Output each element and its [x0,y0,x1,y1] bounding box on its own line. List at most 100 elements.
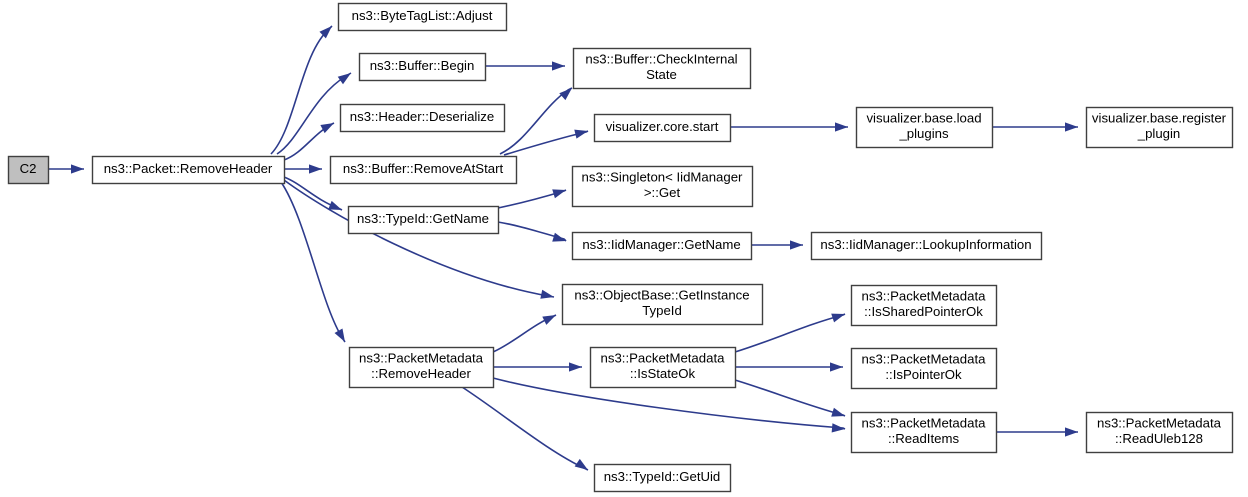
node-box[interactable] [850,284,998,327]
node-packetmetadata_removeheader[interactable]: ns3::PacketMetadata::RemoveHeader [348,346,495,389]
edge-packetmetadata_removeheader-to-packetmetadata_readitems [492,377,846,430]
node-label: C2 [20,161,37,176]
node-singleton_iidmanager_get[interactable]: ns3::Singleton< IidManager>::Get [571,165,754,208]
node-label: _plugins [898,126,949,141]
node-box[interactable] [1085,106,1234,149]
node-buffer_removeatstart[interactable]: ns3::Buffer::RemoveAtStart [329,155,518,185]
node-label: ns3::Singleton< IidManager [582,170,744,185]
node-label: ::IsSharedPointerOk [864,304,983,319]
edge-packet_removeheader-to-bytetaglist_adjust [270,25,333,155]
node-box[interactable] [348,346,495,389]
node-bytetaglist_adjust[interactable]: ns3::ByteTagList::Adjust [337,2,508,32]
node-label: ns3::TypeId::GetName [357,211,489,226]
node-label: visualizer.base.load [866,111,981,126]
node-box[interactable] [91,155,286,185]
node-box[interactable] [850,411,998,454]
arrowhead-icon [831,407,845,417]
node-label: ::IsPointerOk [885,367,962,382]
node-label: ns3::PacketMetadata [1097,416,1222,431]
node-label: ns3::IidManager::LookupInformation [820,237,1031,252]
arrowhead-icon [309,164,322,174]
node-label: ns3::Buffer::Begin [370,58,475,73]
node-label: ns3::PacketMetadata [862,289,987,304]
node-buffer_begin[interactable]: ns3::Buffer::Begin [358,52,487,82]
node-label: ns3::IidManager::GetName [582,237,740,252]
node-box[interactable] [329,155,518,185]
node-label: ns3::Buffer::RemoveAtStart [343,161,504,176]
node-packetmetadata_ispointerok[interactable]: ns3::PacketMetadata::IsPointerOk [850,347,998,390]
node-label: ::ReadUleb128 [1115,431,1203,446]
node-box[interactable] [7,155,50,185]
node-packetmetadata_readuleb128[interactable]: ns3::PacketMetadata::ReadUleb128 [1085,411,1234,454]
node-packetmetadata_readitems[interactable]: ns3::PacketMetadata::ReadItems [850,411,998,454]
node-label: ns3::PacketMetadata [359,351,484,366]
arrowhead-icon [552,61,565,71]
node-box[interactable] [1085,411,1234,454]
node-c2[interactable]: C2 [7,155,50,185]
node-label: _plugin [1137,126,1181,141]
node-iidmanager_lookupinformation[interactable]: ns3::IidManager::LookupInformation [810,231,1043,261]
arrowhead-icon [574,458,588,470]
arrowhead-icon [334,328,345,342]
node-label: ns3::TypeId::GetUid [604,469,721,484]
node-box[interactable] [571,165,754,208]
node-box[interactable] [593,113,732,143]
edge-typeid_getname-to-iidmanager_getname [497,221,567,242]
arrowhead-icon [569,362,582,372]
arrowhead-icon [559,88,572,101]
node-box[interactable] [589,346,737,389]
arrowhead-icon [319,26,332,39]
arrowhead-icon [790,240,803,250]
node-label: ns3::ObjectBase::GetInstance [574,288,749,303]
node-visualizer_base_register_plugin[interactable]: visualizer.base.register_plugin [1085,106,1234,149]
node-label: visualizer.base.register [1092,111,1227,126]
node-box[interactable] [561,283,764,326]
node-box[interactable] [347,205,500,235]
node-packetmetadata_isstateok[interactable]: ns3::PacketMetadata::IsStateOk [589,346,737,389]
edge-packetmetadata_isstateok-to-packetmetadata_readitems [734,379,846,417]
node-packetmetadata_issharedpointerok[interactable]: ns3::PacketMetadata::IsSharedPointerOk [850,284,998,327]
node-iidmanager_getname[interactable]: ns3::IidManager::GetName [571,231,753,261]
node-box[interactable] [339,103,506,133]
node-typeid_getname[interactable]: ns3::TypeId::GetName [347,205,500,235]
node-box[interactable] [358,52,487,82]
arrowhead-icon [540,289,554,299]
edge-packetmetadata_removeheader-to-typeid_getuid [461,386,589,471]
node-box[interactable] [810,231,1043,261]
arrowhead-icon [337,73,351,85]
node-visualizer_base_load_plugins[interactable]: visualizer.base.load_plugins [855,106,994,149]
edge-buffer_removeatstart-to-buffer_checkinternal [499,87,573,155]
node-label: ::ReadItems [888,431,960,446]
node-label: ::IsStateOk [630,366,696,381]
node-box[interactable] [571,231,753,261]
node-label: TypeId [642,303,682,318]
node-typeid_getuid[interactable]: ns3::TypeId::GetUid [593,463,732,493]
node-box[interactable] [593,463,732,493]
node-label: ns3::PacketMetadata [862,352,987,367]
node-label: ns3::PacketMetadata [862,416,987,431]
node-box[interactable] [850,347,998,390]
node-label: State [646,67,677,82]
node-header_deserialize[interactable]: ns3::Header::Deserialize [339,103,506,133]
arrowhead-icon [71,164,84,174]
node-packet_removeheader[interactable]: ns3::Packet::RemoveHeader [91,155,286,185]
arrowhead-icon [552,232,566,242]
node-label: ns3::Packet::RemoveHeader [104,161,273,176]
arrowheads-layer [71,26,1078,470]
arrowhead-icon [1065,427,1078,437]
node-label: ns3::Buffer::CheckInternal [585,52,737,67]
node-box[interactable] [337,2,508,32]
node-box[interactable] [855,106,994,149]
arrowhead-icon [328,200,342,210]
node-label: ns3::ByteTagList::Adjust [352,8,493,23]
arrowhead-icon [831,313,845,323]
arrowhead-icon [574,129,588,139]
node-box[interactable] [572,47,752,90]
nodes-layer: C2 ns3::Packet::RemoveHeader ns3::ByteTagL… [7,2,1234,493]
arrowhead-icon [835,122,848,132]
node-visualizer_core_start[interactable]: visualizer.core.start [593,113,732,143]
